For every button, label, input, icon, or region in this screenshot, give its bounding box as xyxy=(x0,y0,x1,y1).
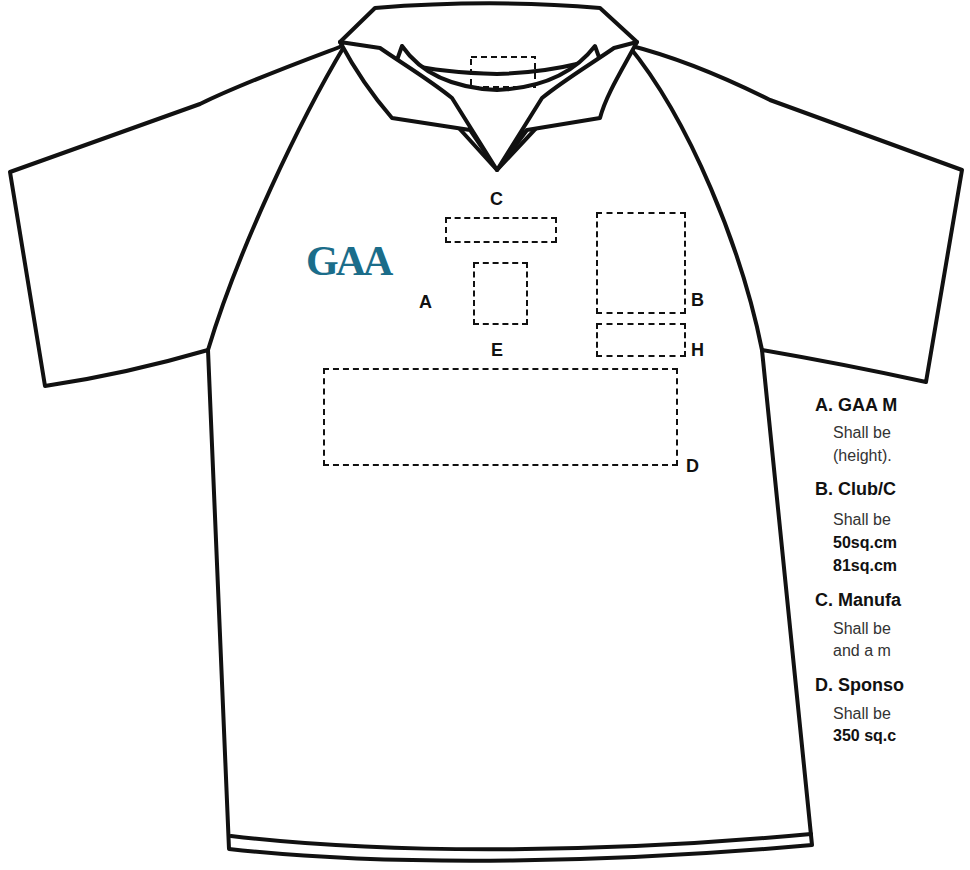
zone-letter: E xyxy=(491,340,503,360)
spec-heading: A. GAA M xyxy=(815,394,897,416)
right-raglan-seam xyxy=(628,45,762,350)
zone-letter: H xyxy=(691,340,704,360)
left-lapel xyxy=(340,42,497,170)
zone-letter: C xyxy=(490,189,503,209)
gaa-logo: GAA xyxy=(306,236,390,286)
spec-heading: C. Manufa xyxy=(815,589,901,611)
spec-text: Shall be xyxy=(833,704,891,723)
spec-heading: D. Sponso xyxy=(815,674,904,696)
spec-heading: B. Club/C xyxy=(815,478,896,500)
spec-value: 50sq.cm xyxy=(833,533,897,552)
club-crest-zone: B xyxy=(596,212,686,314)
zone-letter: D xyxy=(686,456,699,476)
h-zone: H xyxy=(596,323,686,357)
left-raglan-seam xyxy=(208,45,345,350)
spec-text: (height). xyxy=(833,446,892,465)
zone-letter: B xyxy=(691,290,704,310)
zone-letter: A xyxy=(419,291,432,313)
collar-label-zone xyxy=(471,57,535,87)
spec-text: Shall be xyxy=(833,510,891,529)
manufacturer-zone: C xyxy=(445,217,557,243)
sponsor-zone: D xyxy=(323,368,678,466)
spec-value: 81sq.cm xyxy=(833,556,897,575)
hem-line xyxy=(231,834,811,849)
jersey-outline xyxy=(10,45,962,861)
spec-value: 350 sq.c xyxy=(833,726,896,745)
spec-text: and a m xyxy=(833,641,891,660)
right-lapel xyxy=(497,42,637,170)
extra-logo-zone: E xyxy=(473,262,528,325)
spec-text: Shall be xyxy=(833,423,891,442)
spec-text: Shall be xyxy=(833,619,891,638)
